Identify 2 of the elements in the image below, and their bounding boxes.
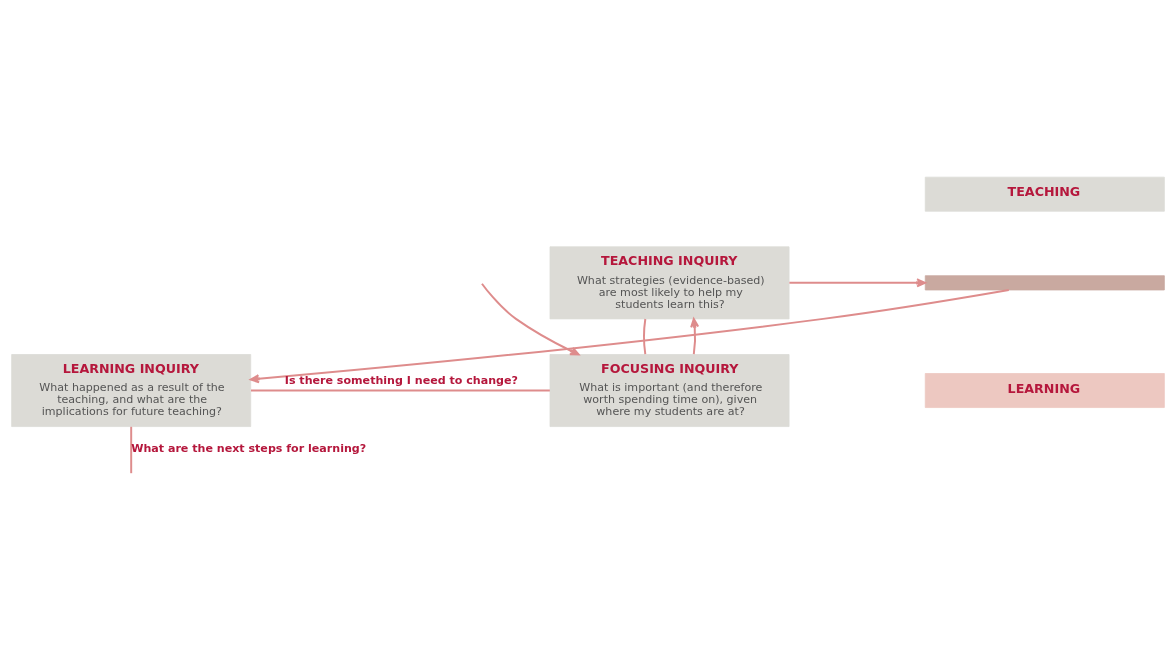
edge-label: What are the next steps for learning? — [131, 441, 367, 455]
edge-label: Is there something I need to change? — [284, 373, 518, 387]
